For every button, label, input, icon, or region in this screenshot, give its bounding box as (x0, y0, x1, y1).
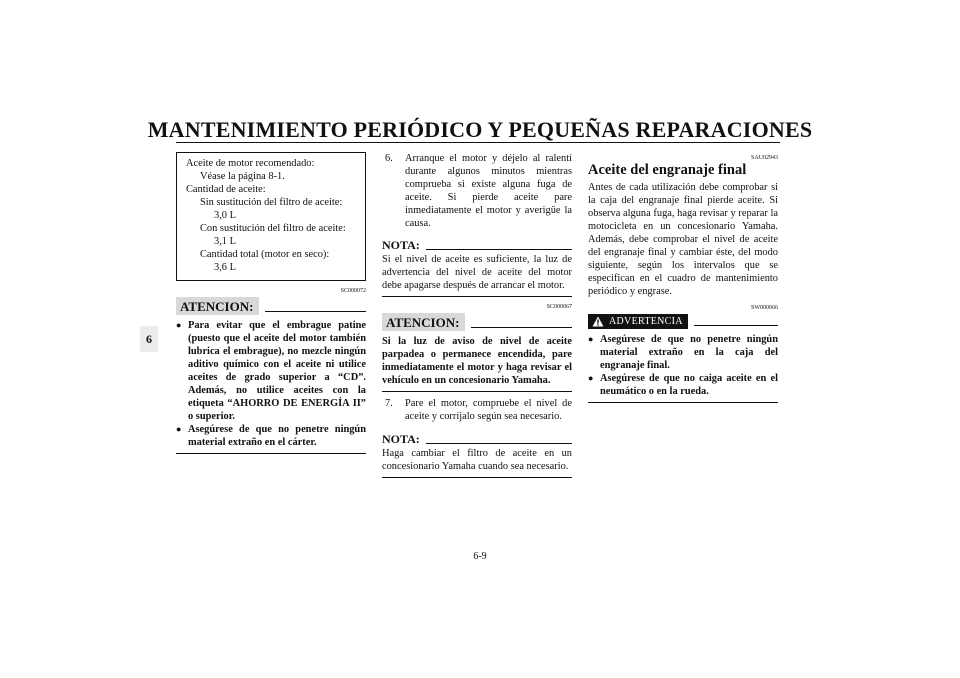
warning-bullet: ● Asegúrese de que no penetre ningún mat… (588, 334, 778, 371)
note-header: NOTA: (382, 432, 572, 447)
page-number: 6-9 (473, 551, 487, 562)
caution-label: ATENCION: (382, 313, 466, 331)
oil-spec-box: Aceite de motor recomendado: Véase la pá… (176, 152, 366, 281)
spec-line: Cantidad total (motor en seco): (200, 249, 330, 260)
note-end-rule (382, 296, 572, 297)
column-1: Aceite de motor recomendado: Véase la pá… (176, 152, 366, 454)
warning-bullet: ● Asegúrese de que no caiga aceite en el… (588, 373, 778, 397)
bullet-icon: ● (176, 320, 182, 330)
caution-bullet: ● Para evitar que el embrague patine (pu… (176, 320, 366, 422)
spec-line: Con sustitución del filtro de aceite: (200, 223, 346, 234)
spec-line: Aceite de motor recomendado: (186, 158, 315, 169)
column-2: 6. Arranque el motor y déjelo al ralentí… (382, 152, 572, 478)
section-heading: Aceite del engranaje final (588, 162, 747, 178)
title-rule (176, 142, 780, 143)
spec-line: 3,6 L (214, 262, 236, 273)
step-6: 6. Arranque el motor y déjelo al ralentí… (385, 153, 572, 229)
caution-end-rule (382, 391, 572, 392)
reference-code: SAU02943 (750, 155, 778, 161)
reference-code: SC000067 (546, 304, 572, 310)
column-3: SAU02943 Aceite del engranaje final Ante… (588, 152, 778, 403)
caution-content: ● Para evitar que el embrague patine (pu… (176, 315, 366, 449)
warning-label: ADVERTENCIA (609, 316, 683, 327)
caution-header: ATENCION: (382, 313, 572, 331)
section-text: Antes de cada utilización debe comprobar… (588, 182, 778, 297)
warning-header: ADVERTENCIA (588, 314, 778, 329)
note-text: Si el nivel de aceite es suficiente, la … (382, 254, 572, 291)
page-title: MANTENIMIENTO PERIÓDICO Y PEQUEÑAS REPAR… (147, 117, 813, 142)
caution-text: Si la luz de aviso de nivel de aceite pa… (382, 336, 572, 386)
bullet-icon: ● (588, 373, 594, 383)
spec-line: Cantidad de aceite: (186, 184, 266, 195)
warning-content: ● Asegúrese de que no penetre ningún mat… (588, 329, 778, 398)
step-7: 7. Pare el motor, compruebe el nivel de … (385, 398, 572, 422)
spec-line: Véase la página 8-1. (200, 171, 285, 182)
spec-line: Sin sustitución del filtro de aceite: (200, 197, 343, 208)
caution-header: ATENCION: (176, 297, 366, 315)
warning-label-box: ADVERTENCIA (588, 314, 688, 329)
note-end-rule (382, 477, 572, 478)
reference-code: SC000072 (340, 288, 366, 294)
caution-label: ATENCION: (176, 297, 260, 315)
reference-code: SW000066 (751, 305, 778, 311)
spec-line: 3,0 L (214, 210, 236, 221)
warning-end-rule (588, 402, 778, 403)
bullet-icon: ● (588, 334, 594, 344)
warning-triangle-icon (592, 316, 604, 327)
chapter-tab: 6 (140, 326, 158, 352)
note-text: Haga cambiar el filtro de aceite en un c… (382, 448, 572, 472)
bullet-icon: ● (176, 424, 182, 434)
caution-bullet: ● Asegúrese de que no penetre ningún mat… (176, 424, 366, 448)
note-header: NOTA: (382, 238, 572, 253)
note-label: NOTA: (382, 432, 420, 446)
spec-line: 3,1 L (214, 236, 236, 247)
caution-end-rule (176, 453, 366, 454)
note-label: NOTA: (382, 238, 420, 252)
